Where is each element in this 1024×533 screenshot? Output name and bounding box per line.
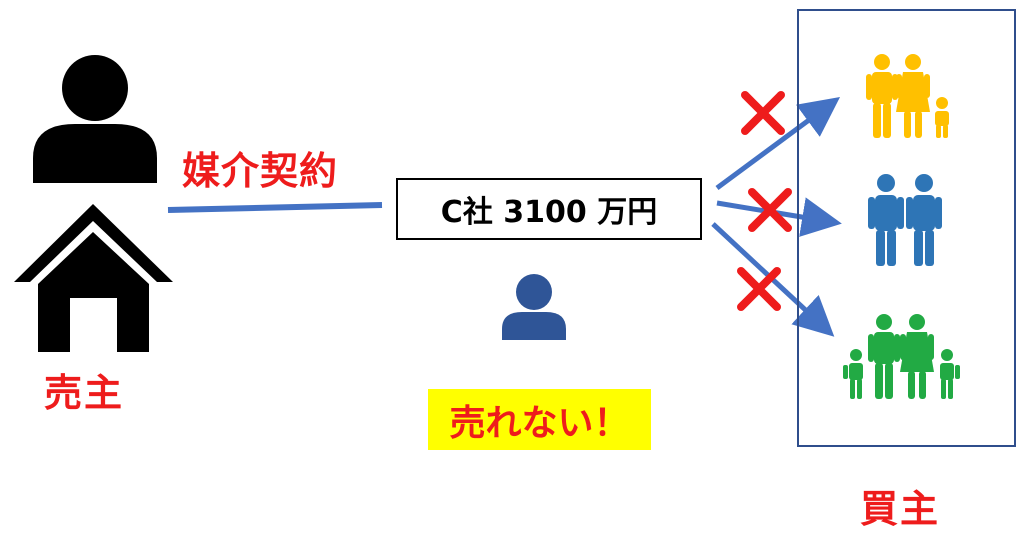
- buyers-frame: [797, 9, 1016, 447]
- contract-label: 媒介契約: [182, 149, 339, 193]
- unsold-callout: 売れない！: [428, 389, 651, 450]
- family-bottom-icon: [843, 314, 960, 399]
- cross-icon: [737, 267, 781, 311]
- cross-icon: [748, 188, 792, 232]
- buyer-label: 買主: [860, 487, 941, 531]
- cross-icon: [741, 91, 785, 135]
- seller-label: 売主: [44, 371, 125, 415]
- price-label: C社 3100 万円: [440, 195, 658, 230]
- unsold-label: 売れない！: [449, 402, 630, 444]
- seller-person-icon: [33, 55, 157, 183]
- seller-house-icon: [14, 204, 173, 352]
- couple-icon: [868, 174, 942, 266]
- price-box: C社 3100 万円: [396, 178, 702, 240]
- agent-person-icon: [502, 274, 566, 340]
- arrow-to-family-top: [715, 97, 841, 191]
- family-top-icon: [866, 54, 949, 138]
- contract-line: [167, 202, 383, 213]
